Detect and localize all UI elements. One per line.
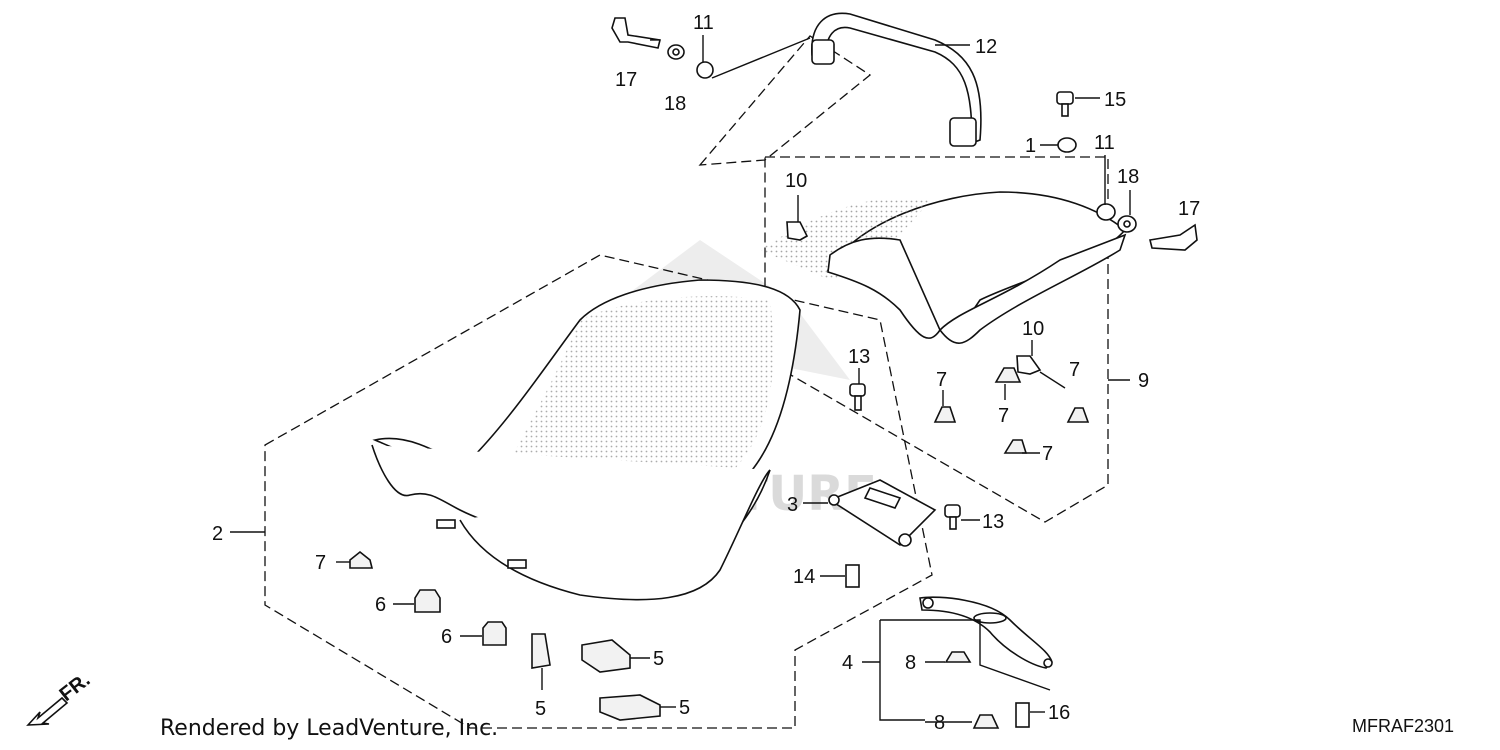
- callout-18-a: 18: [664, 93, 686, 115]
- front-indicator: FR.: [26, 669, 94, 726]
- callout-18-b: 18: [1117, 166, 1139, 188]
- callout-16: 16: [1048, 702, 1070, 724]
- callout-7-c: 7: [998, 405, 1009, 427]
- fasteners: [349, 17, 1198, 729]
- callout-7-d: 7: [1069, 359, 1080, 381]
- callout-11-b: 11: [1094, 132, 1115, 154]
- callout-10-a: 10: [785, 170, 807, 192]
- callout-15: 15: [1104, 89, 1126, 111]
- callout-2: 2: [212, 523, 223, 545]
- callout-5-a: 5: [535, 698, 546, 720]
- callout-13-b: 13: [982, 511, 1004, 533]
- callout-9: 9: [1138, 370, 1149, 392]
- bracket: [828, 479, 937, 547]
- callout-13-a: 13: [848, 346, 870, 368]
- front-arrow-icon: [26, 696, 69, 726]
- rear-fitting-boundary: [698, 35, 872, 166]
- main-seat: [371, 279, 801, 601]
- leader-lines: [230, 35, 1131, 723]
- seat-assembly-boundary: [264, 254, 933, 729]
- pillion-seat: [760, 191, 1127, 344]
- callout-17-a: 17: [615, 69, 637, 91]
- callout-6-a: 6: [375, 594, 386, 616]
- callout-11-a: 11: [693, 12, 714, 34]
- callout-5-b: 5: [653, 648, 664, 670]
- callout-6-b: 6: [441, 626, 452, 648]
- seat-plate: [919, 596, 1053, 669]
- callout-12: 12: [975, 36, 997, 58]
- callout-8-b: 8: [934, 712, 945, 734]
- callout-5-c: 5: [679, 697, 690, 719]
- callout-3: 3: [787, 494, 798, 516]
- callout-14: 14: [793, 566, 815, 588]
- footer-credit: Rendered by LeadVenture, Inc.: [160, 716, 499, 741]
- callout-7-e: 7: [1042, 443, 1053, 465]
- diagram-code: MFRAF2301: [1352, 716, 1455, 736]
- callout-7-b: 7: [936, 369, 947, 391]
- callout-10-b: 10: [1022, 318, 1044, 340]
- callout-8-a: 8: [905, 652, 916, 674]
- callout-17-b: 17: [1178, 198, 1200, 220]
- callout-labels: 1 2 3 4 5 5 5 6 6 7 7 7 7 7 8 8 9 10 10 …: [212, 12, 1200, 734]
- callout-7-a: 7: [315, 552, 326, 574]
- grab-handle: [811, 12, 982, 147]
- callout-1: 1: [1025, 135, 1036, 157]
- callout-4: 4: [842, 652, 853, 674]
